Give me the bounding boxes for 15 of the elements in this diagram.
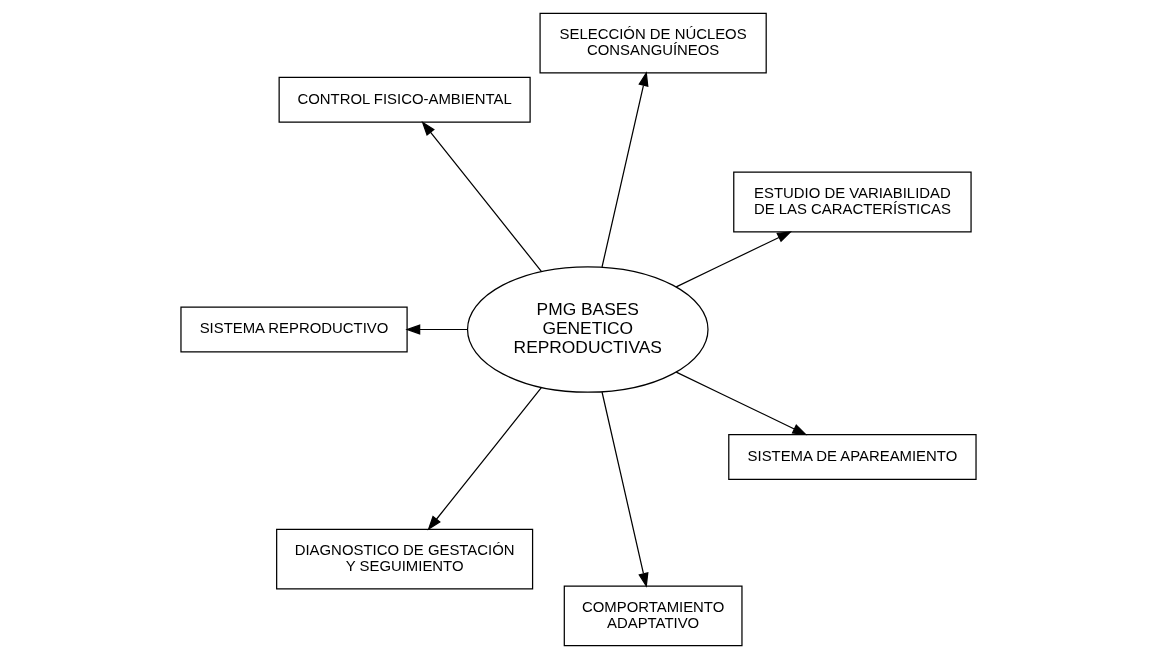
node-box: COMPORTAMIENTO ADAPTATIVO — [563, 585, 743, 647]
arrow — [421, 121, 543, 273]
node-box: SISTEMA DE APAREAMIENTO — [728, 433, 977, 480]
arrow — [675, 231, 793, 288]
node-box: ESTUDIO DE VARIABILIDAD DE LAS CARACTERÍSTICAS — [733, 171, 972, 233]
node-box: CONTROL FISICO-AMBIENTAL — [278, 76, 531, 123]
arrow — [601, 71, 649, 268]
node-box: DIAGNOSTICO DE GESTACIÓN Y SEGUIMIENTO — [276, 528, 534, 590]
arrow — [427, 386, 543, 531]
node-box: SELECCIÓN DE NÚCLEOS CONSANGUÍNEOS — [539, 12, 767, 74]
arrow — [601, 391, 649, 588]
node-ellipse: PMG BASES GENETICO REPRODUCTIVAS — [466, 266, 709, 393]
arrow — [675, 371, 808, 436]
node-box: SISTEMA REPRODUCTIVO — [180, 306, 408, 353]
arrow — [405, 324, 468, 335]
